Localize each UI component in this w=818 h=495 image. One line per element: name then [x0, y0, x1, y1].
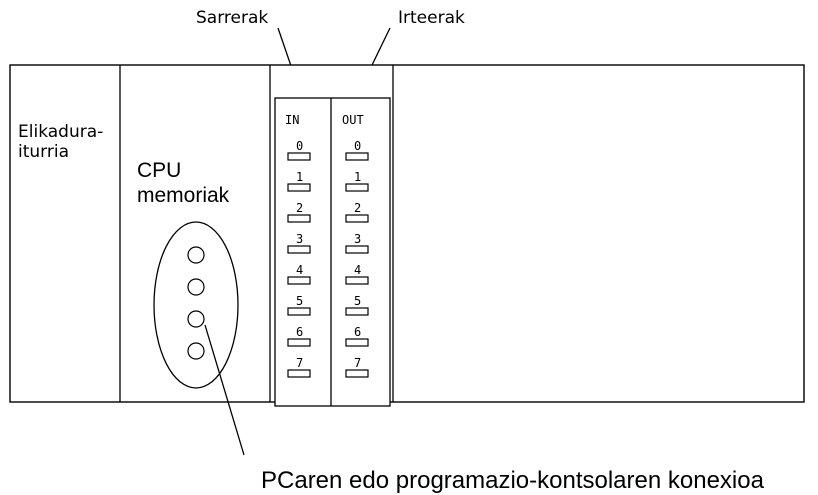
output-channel-number: 3: [354, 232, 361, 246]
input-channel-slot: [287, 214, 311, 223]
input-channels: 0 1 2 3 4 5 6 7: [287, 139, 311, 378]
port-led: [187, 246, 205, 264]
input-channel-slot: [287, 152, 311, 161]
input-channel-number: 4: [296, 263, 303, 277]
port-led: [187, 342, 205, 360]
input-channel-number: 6: [296, 325, 303, 339]
communication-port: [153, 221, 239, 389]
input-channel-number: 5: [296, 294, 303, 308]
input-channel-slot: [287, 245, 311, 254]
input-channel-number: 2: [296, 201, 303, 215]
input-channel-slot: [287, 183, 311, 192]
input-channel-number: 7: [296, 356, 303, 370]
input-channel-slot: [287, 369, 311, 378]
in-header: IN: [285, 113, 299, 127]
out-header: OUT: [342, 113, 364, 127]
input-channel-number: 0: [296, 139, 303, 153]
inputs-callout-label: Sarrerak: [196, 8, 268, 28]
connection-leader-line: [204, 324, 245, 456]
input-channel-number: 1: [296, 170, 303, 184]
cpu-label-line1: CPU: [137, 159, 181, 182]
port-led: [187, 310, 205, 328]
output-channel-number: 0: [354, 139, 361, 153]
output-channel-number: 5: [354, 294, 361, 308]
outputs-callout-label: Irteerak: [398, 8, 465, 28]
power-supply-label-line2: iturria: [18, 142, 69, 162]
connection-caption: PCaren edo programazio-kontsolaren konex…: [261, 467, 765, 494]
output-channel-number: 4: [354, 263, 361, 277]
output-channel-slot: [345, 152, 369, 161]
output-channel-slot: [345, 338, 369, 347]
output-channel-number: 2: [354, 201, 361, 215]
output-channel-slot: [345, 369, 369, 378]
output-channel-slot: [345, 307, 369, 316]
output-channel-number: 1: [354, 170, 361, 184]
power-supply-label-line1: Elikadura-: [18, 122, 103, 142]
output-channel-number: 7: [354, 356, 361, 370]
output-channels: 0 1 2 3 4 5 6 7: [345, 139, 369, 378]
input-channel-number: 3: [296, 232, 303, 246]
output-channel-slot: [345, 183, 369, 192]
input-channel-slot: [287, 307, 311, 316]
cpu-label-line2: memoriak: [137, 184, 230, 207]
input-channel-slot: [287, 338, 311, 347]
output-channel-slot: [345, 214, 369, 223]
input-channel-slot: [287, 276, 311, 285]
plc-rack: [9, 64, 805, 403]
output-channel-number: 6: [354, 325, 361, 339]
port-leds: [187, 246, 205, 360]
port-led: [187, 278, 205, 296]
output-channel-slot: [345, 276, 369, 285]
output-channel-slot: [345, 245, 369, 254]
